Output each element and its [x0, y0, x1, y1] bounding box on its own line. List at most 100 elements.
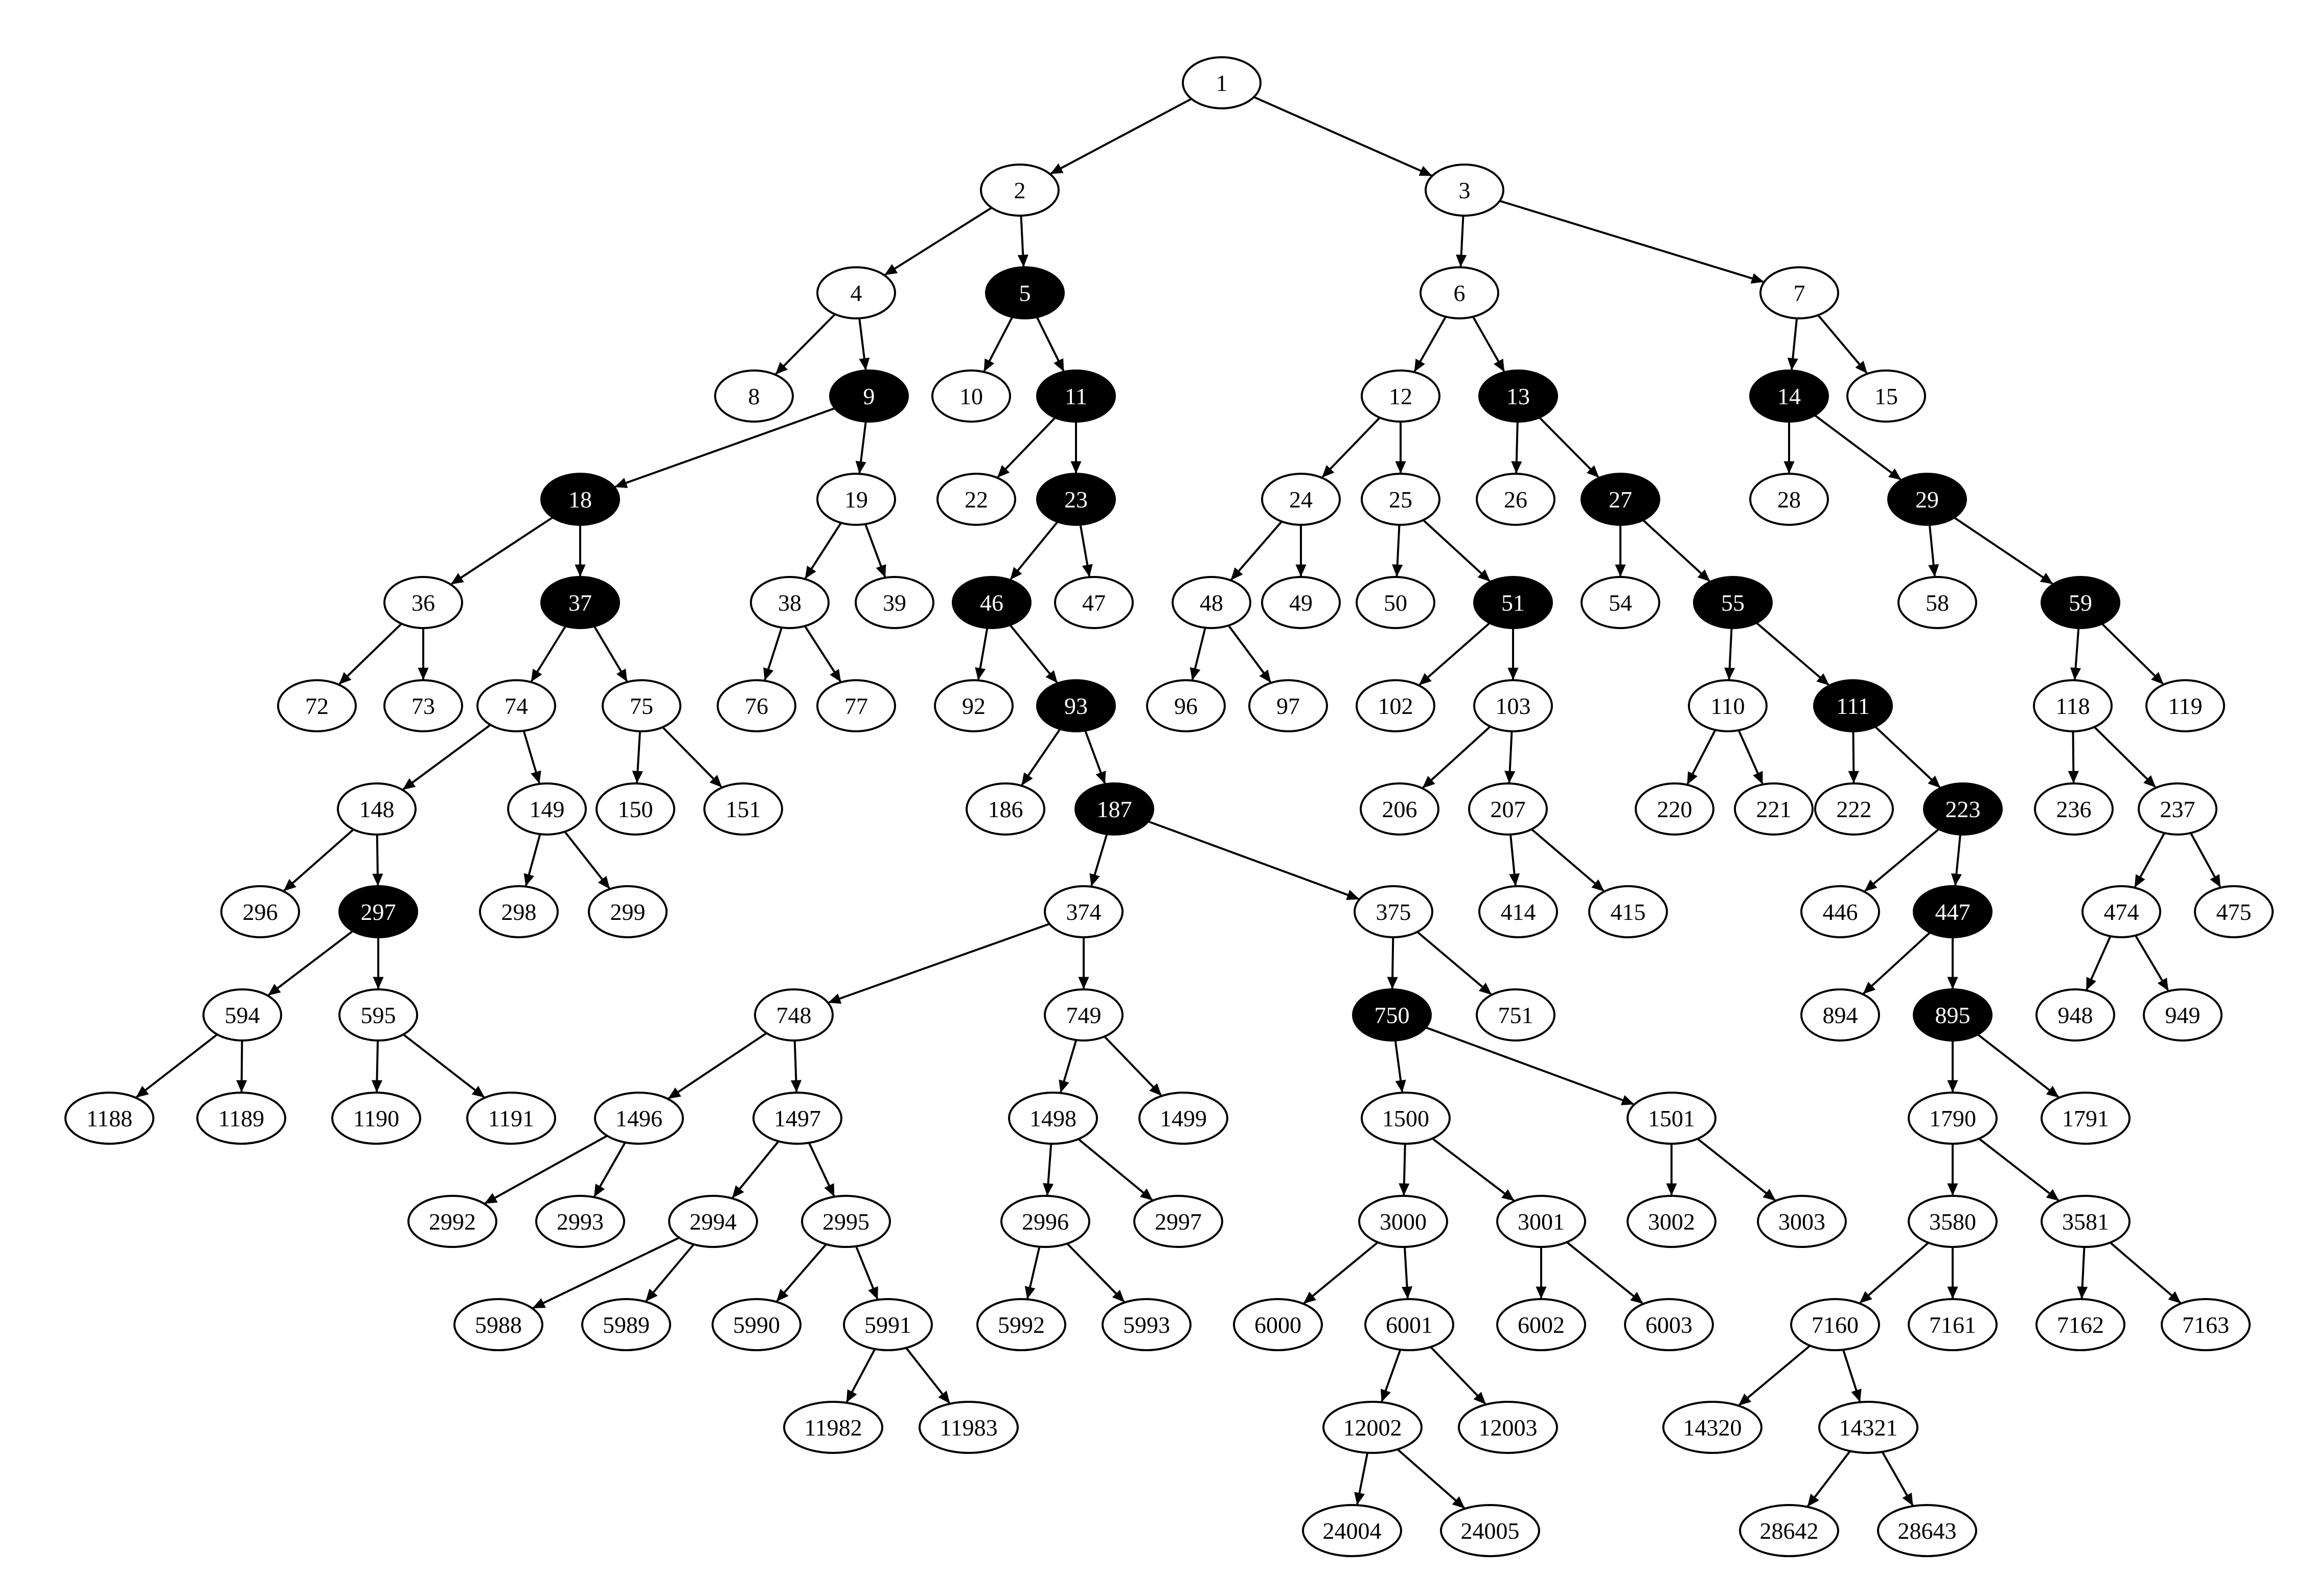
edge-594-1188 — [135, 1033, 218, 1098]
node-label-5991: 5991 — [864, 1312, 911, 1338]
edge-55-111 — [1755, 622, 1829, 686]
tree-node-222: 222 — [1814, 782, 1894, 836]
node-ellipse-28 — [1749, 473, 1829, 526]
edge-5991-11983 — [905, 1347, 950, 1404]
tree-node-39: 39 — [855, 576, 934, 629]
tree-node-148: 148 — [337, 782, 417, 836]
node-label-111: 111 — [1836, 693, 1870, 719]
node-ellipse-18 — [540, 473, 620, 526]
tree-node-949: 949 — [2143, 988, 2223, 1042]
node-label-23: 23 — [1064, 487, 1088, 513]
node-ellipse-1500 — [1361, 1092, 1451, 1145]
edge-46-92 — [975, 628, 989, 681]
tree-node-375: 375 — [1354, 885, 1433, 938]
node-ellipse-895 — [1913, 988, 1993, 1042]
node-ellipse-1499 — [1138, 1092, 1228, 1145]
node-label-2995: 2995 — [822, 1209, 869, 1235]
edge-474-949 — [2134, 935, 2169, 991]
node-ellipse-2993 — [535, 1195, 625, 1248]
tree-node-414: 414 — [1478, 885, 1558, 938]
node-label-222: 222 — [1837, 796, 1872, 822]
tree-node-186: 186 — [966, 782, 1045, 836]
edge-149-299 — [564, 831, 610, 889]
node-label-76: 76 — [745, 693, 768, 719]
tree-node-28643: 28643 — [1877, 1504, 1977, 1557]
edge-74-148 — [402, 724, 491, 791]
edge-25-50 — [1392, 524, 1403, 577]
tree-node-96: 96 — [1146, 679, 1226, 732]
tree-node-12: 12 — [1361, 369, 1440, 423]
edge-27-55 — [1642, 519, 1710, 582]
tree-node-2: 2 — [980, 164, 1060, 217]
tree-node-47: 47 — [1054, 576, 1134, 629]
node-ellipse-474 — [2081, 885, 2161, 938]
edge-12002-24005 — [1397, 1448, 1465, 1509]
node-label-748: 748 — [776, 1002, 812, 1028]
edge-19-39 — [864, 523, 886, 578]
edge-24-48 — [1230, 521, 1283, 581]
tree-node-58: 58 — [1897, 576, 1977, 629]
node-label-474: 474 — [2104, 899, 2139, 925]
tree-node-3001: 3001 — [1496, 1195, 1586, 1248]
tree-node-595: 595 — [338, 988, 418, 1042]
node-label-49: 49 — [1289, 590, 1313, 616]
tree-node-206: 206 — [1360, 782, 1439, 836]
node-ellipse-73 — [383, 679, 463, 732]
edge-237-474 — [2134, 832, 2166, 888]
edge-595-1191 — [402, 1033, 485, 1098]
tree-node-150: 150 — [596, 782, 675, 836]
node-label-1791: 1791 — [2062, 1105, 2109, 1131]
tree-node-118: 118 — [2033, 679, 2113, 732]
tree-node-2997: 2997 — [1133, 1195, 1223, 1248]
edge-48-96 — [1189, 627, 1206, 681]
tree-node-6002: 6002 — [1496, 1298, 1586, 1351]
tree-node-26: 26 — [1476, 473, 1555, 526]
node-label-1500: 1500 — [1382, 1105, 1429, 1131]
node-label-1: 1 — [1216, 70, 1228, 96]
node-ellipse-14320 — [1662, 1401, 1762, 1454]
node-label-47: 47 — [1082, 590, 1106, 616]
node-label-8: 8 — [748, 383, 760, 409]
node-ellipse-119 — [2145, 679, 2225, 732]
node-ellipse-3580 — [1908, 1195, 1998, 1248]
tree-node-110: 110 — [1688, 679, 1768, 732]
edge-1498-2997 — [1078, 1138, 1153, 1201]
tree-node-6003: 6003 — [1624, 1298, 1714, 1351]
node-ellipse-118 — [2033, 679, 2113, 732]
edge-223-447 — [1951, 834, 1962, 886]
edge-375-751 — [1416, 931, 1492, 995]
node-label-11983: 11983 — [940, 1415, 997, 1441]
tree-node-18: 18 — [540, 473, 620, 526]
node-ellipse-148 — [337, 782, 417, 836]
tree-node-55: 55 — [1693, 576, 1773, 629]
tree-node-93: 93 — [1036, 679, 1116, 732]
node-ellipse-92 — [934, 679, 1014, 732]
node-label-3: 3 — [1459, 177, 1471, 203]
edge-3-7 — [1499, 200, 1764, 284]
node-ellipse-111 — [1813, 679, 1893, 732]
node-label-223: 223 — [1945, 796, 1981, 822]
node-ellipse-26 — [1476, 473, 1555, 526]
tree-node-948: 948 — [2035, 988, 2115, 1042]
node-label-6: 6 — [1454, 280, 1466, 306]
node-label-19: 19 — [844, 487, 868, 513]
tree-node-1497: 1497 — [752, 1092, 842, 1145]
node-ellipse-11983 — [919, 1401, 1019, 1454]
node-label-1499: 1499 — [1160, 1105, 1207, 1131]
node-ellipse-1791 — [2041, 1092, 2131, 1145]
edge-111-223 — [1874, 726, 1941, 789]
tree-node-50: 50 — [1356, 576, 1435, 629]
node-label-74: 74 — [505, 693, 528, 719]
node-ellipse-374 — [1044, 885, 1124, 938]
node-label-6002: 6002 — [1518, 1312, 1565, 1338]
node-label-207: 207 — [1491, 796, 1526, 822]
edge-2995-5991 — [855, 1245, 879, 1300]
node-label-5990: 5990 — [733, 1312, 780, 1338]
node-label-151: 151 — [726, 796, 761, 822]
edge-3581-7163 — [2109, 1241, 2181, 1304]
node-ellipse-948 — [2035, 988, 2115, 1042]
tree-node-10: 10 — [931, 369, 1011, 423]
edge-2995-5990 — [776, 1243, 827, 1302]
node-ellipse-48 — [1172, 576, 1251, 629]
node-label-15: 15 — [1874, 383, 1898, 409]
